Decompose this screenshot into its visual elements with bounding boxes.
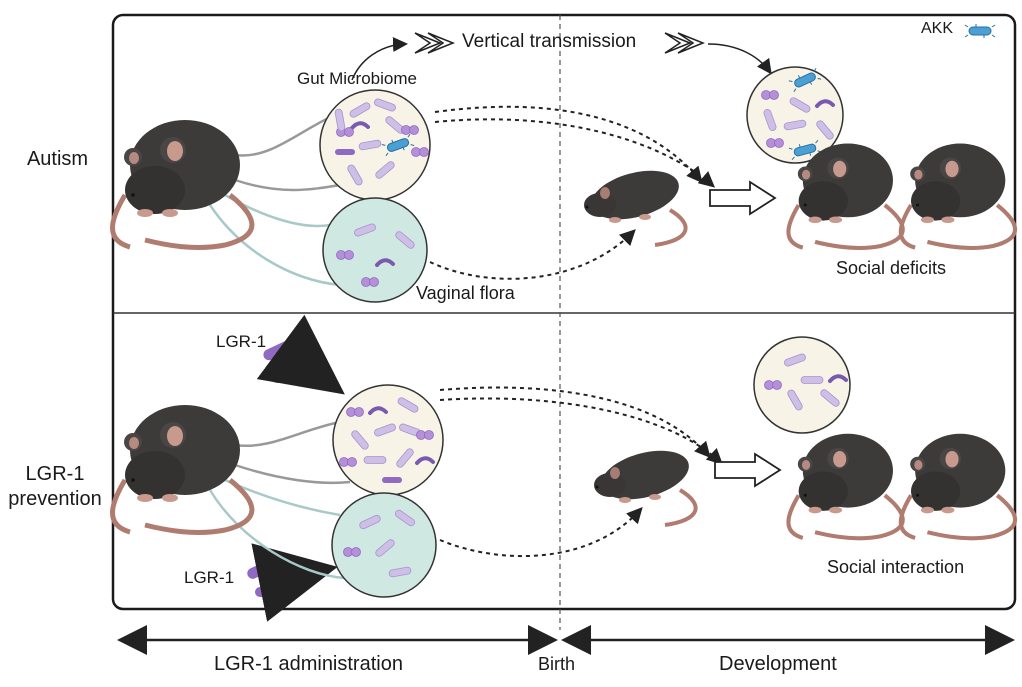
akk-legend-icon (964, 23, 996, 39)
gut-microbiome-label: Gut Microbiome (297, 69, 417, 88)
offspring-microbiome-circle (746, 66, 844, 164)
offspring-mouse-lgr1-1 (788, 434, 902, 539)
row-label-prevention: LGR-1 prevention (0, 462, 110, 512)
lgr1-bottom-label: LGR-1 (184, 568, 235, 587)
development-arrow-lgr1 (714, 452, 782, 488)
gut-microbiome-circle-lgr1 (332, 384, 444, 496)
double-chevron-arrow-icon (414, 32, 706, 54)
row-label-prevention-line2: prevention (8, 488, 102, 510)
panel-frame (111, 13, 1017, 611)
mother-mouse-autism (113, 120, 252, 248)
timeline-birth-label: Birth (538, 654, 576, 674)
offspring-mouse-2 (901, 144, 1015, 249)
social-interaction-label: Social interaction (827, 557, 965, 577)
row-label-autism: Autism (26, 148, 89, 170)
social-deficits-label: Social deficits (836, 258, 947, 278)
timeline-left-label: LGR-1 administration (214, 653, 403, 675)
development-arrow (709, 180, 777, 216)
pup-lgr1 (592, 440, 698, 527)
offspring-mouse-lgr1-2 (901, 434, 1015, 539)
offspring-microbiome-circle-lgr1 (753, 336, 851, 434)
pup-autism (582, 160, 688, 247)
vaginal-flora-label: Vaginal flora (416, 283, 515, 303)
vaginal-flora-circle-lgr1 (331, 492, 437, 598)
vaginal-flora-circle (322, 197, 428, 303)
vertical-transmission-label: Vertical transmission (462, 31, 637, 52)
lgr1-top-bacteria (263, 338, 302, 383)
akk-legend-label: AKK (921, 20, 954, 37)
lgr1-bottom-bacteria (247, 558, 287, 597)
timeline-right-label: Development (719, 653, 837, 675)
gut-microbiome-circle (319, 89, 431, 201)
mother-mouse-lgr1 (113, 405, 252, 533)
lgr1-top-label: LGR-1 (216, 332, 267, 351)
row-label-prevention-line1: LGR-1 (25, 463, 85, 485)
